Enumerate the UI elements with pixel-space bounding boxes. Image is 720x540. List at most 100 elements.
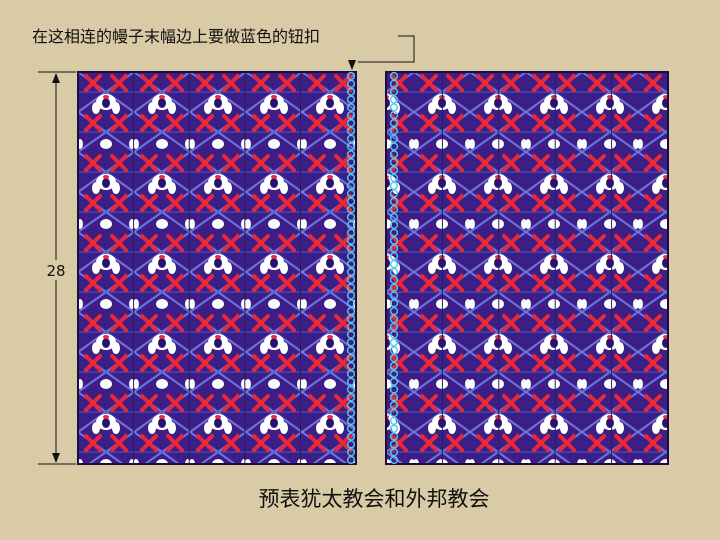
right-curtain-fabric: [385, 71, 669, 465]
blue-loop: [389, 330, 399, 339]
blue-loop: [389, 158, 399, 167]
left-curtain-blue-loops: [346, 71, 356, 465]
caption: 预表犹太教会和外邦教会: [259, 487, 490, 511]
blue-loop: [389, 338, 399, 347]
blue-loop: [346, 393, 356, 402]
blue-loop: [346, 354, 356, 363]
blue-loop: [389, 205, 399, 214]
blue-loop: [389, 354, 399, 363]
blue-loop: [346, 118, 356, 128]
blue-loop: [389, 291, 399, 300]
blue-loop: [389, 385, 399, 394]
blue-loop: [346, 158, 356, 167]
blue-loop: [346, 299, 356, 308]
blue-loop: [389, 228, 399, 237]
blue-loop: [389, 95, 399, 104]
blue-loop: [389, 181, 399, 190]
blue-loop: [346, 79, 356, 88]
blue-loop: [389, 236, 399, 245]
blue-loop: [389, 267, 399, 277]
top-annotation: 在这相连的幔子末幅边上要做蓝色的钮扣: [32, 27, 415, 70]
top-annotation-text: 在这相连的幔子末幅边上要做蓝色的钮扣: [32, 27, 320, 46]
blue-loop: [346, 165, 356, 175]
blue-loop: [389, 79, 399, 88]
right-curtain-panel-seams: [441, 72, 613, 464]
blue-loop: [346, 322, 356, 331]
blue-loop: [346, 275, 356, 284]
blue-loop: [389, 134, 399, 143]
blue-loop: [346, 283, 356, 292]
blue-loop: [389, 314, 399, 324]
blue-loop: [389, 111, 399, 120]
blue-loop: [346, 252, 356, 261]
blue-loop: [389, 165, 399, 175]
blue-loop: [389, 275, 399, 284]
blue-loop: [389, 369, 399, 378]
blue-loop: [346, 440, 356, 449]
blue-loop: [389, 393, 399, 402]
right-curtain: [385, 71, 669, 465]
blue-loop: [389, 103, 399, 112]
blue-loop: [346, 424, 356, 433]
blue-loop: [389, 142, 399, 151]
blue-loop: [389, 416, 399, 425]
blue-loop: [346, 432, 356, 441]
blue-loop: [346, 103, 356, 112]
blue-loop: [346, 307, 356, 316]
blue-loop: [389, 259, 399, 269]
height-dimension: 28: [38, 71, 76, 465]
blue-loop: [389, 322, 399, 331]
blue-loop: [346, 448, 356, 457]
blue-loop: [346, 142, 356, 151]
blue-loop: [389, 212, 399, 222]
blue-loop: [346, 377, 356, 386]
blue-loop: [346, 150, 356, 159]
blue-loop: [346, 385, 356, 394]
blue-loop: [346, 244, 356, 253]
blue-loop: [346, 408, 356, 418]
blue-loop: [346, 173, 356, 182]
blue-loop: [389, 299, 399, 308]
blue-loop: [389, 252, 399, 261]
blue-loop: [389, 408, 399, 418]
blue-loop: [389, 307, 399, 316]
blue-loop: [389, 150, 399, 159]
blue-loop: [389, 455, 399, 465]
blue-loop: [389, 283, 399, 292]
blue-loop: [346, 314, 356, 324]
blue-loop: [389, 220, 399, 229]
blue-loop: [389, 118, 399, 128]
blue-loop: [346, 189, 356, 198]
blue-loop: [389, 401, 399, 410]
blue-loop: [346, 181, 356, 190]
blue-loop: [389, 189, 399, 198]
blue-loop: [346, 267, 356, 277]
height-label: 28: [46, 262, 65, 280]
blue-loop: [389, 173, 399, 182]
blue-loop: [346, 197, 356, 206]
blue-loop: [346, 228, 356, 237]
left-curtain: [77, 71, 357, 465]
blue-loop: [346, 369, 356, 378]
blue-loop: [346, 134, 356, 143]
blue-loop: [346, 361, 356, 371]
blue-loop: [346, 95, 356, 104]
arrow-down-icon: [52, 453, 60, 463]
blue-loop: [389, 361, 399, 371]
blue-loop: [389, 71, 399, 81]
blue-loop: [346, 126, 356, 135]
blue-loop: [346, 401, 356, 410]
blue-loop: [389, 448, 399, 457]
blue-loop: [389, 126, 399, 135]
blue-loop: [389, 87, 399, 96]
left-curtain-panel-seams: [133, 72, 301, 464]
blue-loop: [346, 111, 356, 120]
blue-loop: [389, 346, 399, 355]
blue-loop: [346, 220, 356, 229]
blue-loop: [389, 440, 399, 449]
left-curtain-fabric: [77, 71, 357, 465]
leader-line: [358, 35, 415, 63]
blue-loop: [346, 455, 356, 465]
leader-arrow-icon: [348, 60, 356, 70]
